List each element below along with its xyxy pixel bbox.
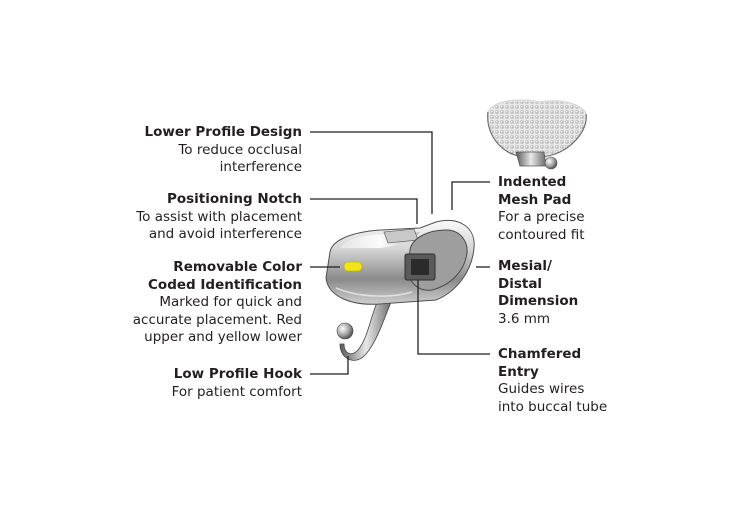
- callout-desc-line: upper and yellow lower: [144, 329, 302, 345]
- callout-indented-mesh-pad: Indented Mesh Pad For a precise contoure…: [498, 174, 585, 244]
- callout-lower-profile-design: Lower Profile Design To reduce occlusal …: [145, 124, 302, 177]
- callout-title: Mesial/: [498, 258, 552, 274]
- callout-title: Low Profile Hook: [173, 366, 302, 382]
- leader-lines: [310, 131, 490, 375]
- callout-desc-line: To assist with placement: [136, 208, 302, 225]
- callout-title: Removable Color: [173, 259, 302, 275]
- callout-desc-line: contoured fit: [498, 226, 585, 243]
- callout-mesial-distal-dimension: Mesial/ Distal Dimension 3.6 mm: [498, 258, 578, 328]
- callout-desc-line: For patient comfort: [171, 383, 302, 400]
- buccal-tube-image: [325, 220, 475, 361]
- callout-positioning-notch: Positioning Notch To assist with placeme…: [136, 191, 302, 244]
- mesh-pad-image: [487, 99, 587, 170]
- callout-desc-line: accurate placement. Red: [132, 311, 302, 328]
- callout-desc-line: 3.6 mm: [498, 310, 551, 327]
- leader-line-lower-profile: [310, 131, 433, 214]
- callout-title: Lower Profile Design: [144, 124, 302, 140]
- callout-title: Positioning Notch: [166, 191, 302, 207]
- callout-title: Indented: [498, 174, 567, 190]
- callout-title: Entry: [498, 363, 539, 380]
- callout-chamfered-entry: Chamfered Entry Guides wires into buccal…: [498, 346, 607, 416]
- callout-title: Dimension: [498, 293, 579, 309]
- callout-desc-line: For a precise: [498, 209, 585, 225]
- callout-desc-line: To reduce occlusal: [178, 141, 302, 158]
- callout-desc-line: Marked for quick and: [159, 294, 302, 310]
- leader-line-mesh-pad: [451, 181, 490, 210]
- callout-title: Coded Identification: [148, 276, 302, 293]
- leader-line-chamfered-entry: [417, 280, 490, 355]
- callout-title: Chamfered: [498, 346, 582, 362]
- callout-removable-color-coded-identification: Removable Color Coded Identification Mar…: [133, 259, 302, 347]
- leader-line-hook: [310, 356, 349, 375]
- callout-low-profile-hook: Low Profile Hook For patient comfort: [172, 366, 302, 401]
- leader-line-positioning-notch: [310, 198, 418, 224]
- callout-desc-line: interference: [219, 159, 302, 175]
- callout-title: Mesh Pad: [498, 191, 572, 208]
- callout-title: Distal: [498, 275, 543, 292]
- callout-desc-line: Guides wires: [498, 381, 585, 397]
- callout-desc-line: into buccal tube: [498, 398, 608, 415]
- callout-desc-line: and avoid interference: [148, 226, 302, 242]
